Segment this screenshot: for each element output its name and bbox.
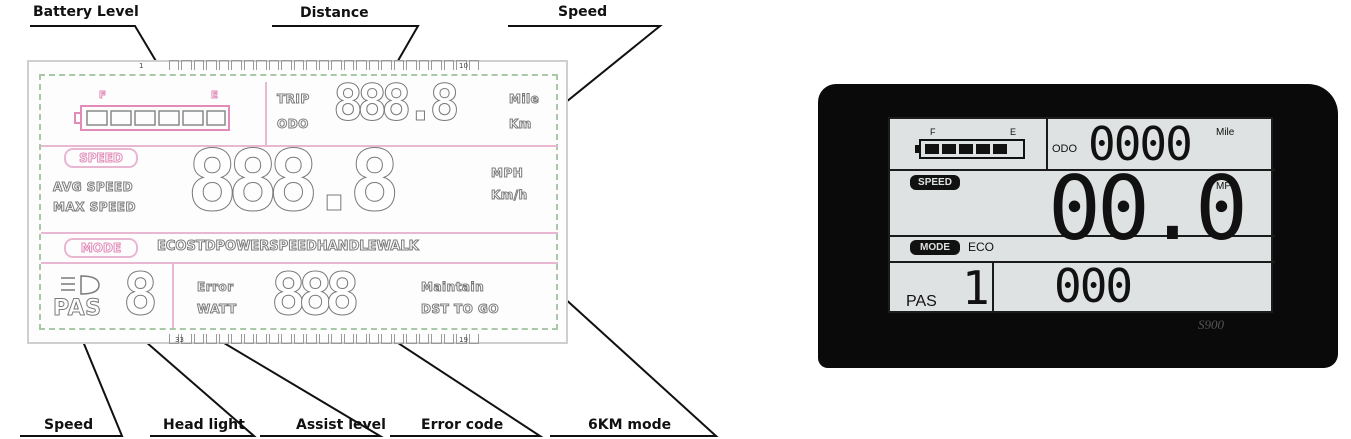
device-odo-value: 0000: [1088, 117, 1193, 171]
speed-top-callout: Speed: [558, 4, 608, 20]
device-mode-badge: MODE: [910, 240, 960, 255]
error-code-callout: Error code: [421, 417, 504, 433]
watt-digit-3: 8: [324, 260, 360, 329]
speed-digit-3: 8: [268, 132, 319, 231]
screen-divider-2: [1046, 119, 1048, 169]
device-odo-label: ODO: [1052, 143, 1078, 155]
mode-options: ECOSTDPOWERSPEEDHANDLEWALK: [157, 239, 420, 255]
km-label: Km: [509, 117, 532, 132]
divider-lower: [41, 262, 558, 264]
watt-digits: 888: [271, 260, 361, 329]
mph-label: MPH: [490, 166, 524, 181]
speed-digits: 888.8: [187, 132, 401, 231]
speed-digit-4: 8: [349, 132, 400, 231]
speed-digit-2: 8: [227, 132, 278, 231]
pin-label-33: 33: [175, 336, 184, 344]
top-pins: [169, 60, 480, 70]
bottom-pins: [169, 334, 480, 344]
kmh-label: Km/h: [491, 188, 528, 203]
pin-label-19: 19: [459, 336, 468, 344]
pin-label-10: 10: [459, 62, 468, 70]
battery-level-callout: Battery Level: [33, 4, 139, 20]
device-mile-label: Mile: [1216, 127, 1235, 138]
odo-label: ODO: [277, 117, 309, 132]
distance-decimal: .: [405, 74, 436, 133]
mile-label: Mile: [508, 92, 540, 107]
distance-digit-2: 8: [357, 74, 388, 133]
screen-divider-1: [890, 169, 1275, 171]
device-screen: F E ODO 0000 Mile SPEED 00.0 MPH MODE EC…: [888, 117, 1275, 315]
device-pas-value: 1: [962, 261, 990, 315]
battery-icon: [74, 105, 230, 131]
pas-label: PAS: [52, 296, 102, 322]
divider-middle: [41, 232, 558, 234]
device-pas-label: PAS: [906, 293, 937, 310]
assist-level-digit: 8: [122, 260, 159, 329]
distance-digit-4: 8: [429, 74, 460, 133]
device-battery-icon: [915, 139, 1025, 159]
dst-to-go-label: DST TO GO: [420, 302, 500, 317]
lcd-schematic: 1 10 33 19 F E TRIP ODO 888.8 Mile Km SP…: [27, 60, 568, 344]
distance-digits: 888.8: [332, 74, 460, 133]
divider-pas-watt: [172, 264, 174, 328]
headlight-icon: [61, 275, 100, 295]
avg-speed-label: AVG SPEED: [52, 180, 134, 195]
assist-level-callout: Assist level: [296, 417, 386, 433]
distance-digit-1: 8: [332, 74, 363, 133]
distance-digit-3: 8: [381, 74, 412, 133]
device-speed-badge: SPEED: [910, 175, 960, 190]
screen-divider-3: [890, 235, 1275, 237]
divider-battery-distance: [265, 82, 267, 145]
speed-decimal: .: [308, 132, 359, 231]
device-watt-value: 000: [1054, 259, 1133, 313]
battery-empty-label: E: [210, 90, 219, 102]
watt-digit-1: 8: [271, 260, 307, 329]
divider-upper: [41, 145, 558, 147]
speed-badge: SPEED: [64, 148, 138, 168]
head-light-callout: Head light: [163, 417, 245, 433]
device-battery-full: F: [930, 127, 936, 137]
error-label: Error: [197, 280, 234, 295]
km6-mode-callout: 6KM mode: [588, 417, 672, 433]
device-brand: S900: [1198, 317, 1224, 332]
distance-callout: Distance: [300, 5, 369, 21]
mode-badge: MODE: [64, 238, 138, 258]
device-mph-label: MPH: [1216, 181, 1239, 192]
lcd-active-area: [39, 74, 558, 330]
screen-divider-5: [992, 261, 994, 313]
device-speed-value: 00.0: [1048, 157, 1248, 260]
watt-digit-2: 8: [297, 260, 333, 329]
trip-label: TRIP: [277, 92, 310, 107]
speed-digit-1: 8: [187, 132, 238, 231]
watt-label: WATT: [197, 302, 237, 317]
pin-label-1: 1: [139, 62, 144, 70]
device-battery-empty: E: [1010, 127, 1017, 137]
battery-full-label: F: [98, 90, 107, 102]
screen-divider-4: [890, 261, 1275, 263]
device-mode-value: ECO: [968, 240, 995, 254]
max-speed-label: MAX SPEED: [53, 200, 136, 215]
speed-bottom-callout: Speed: [44, 417, 94, 433]
maintain-label: Maintain: [420, 280, 485, 295]
